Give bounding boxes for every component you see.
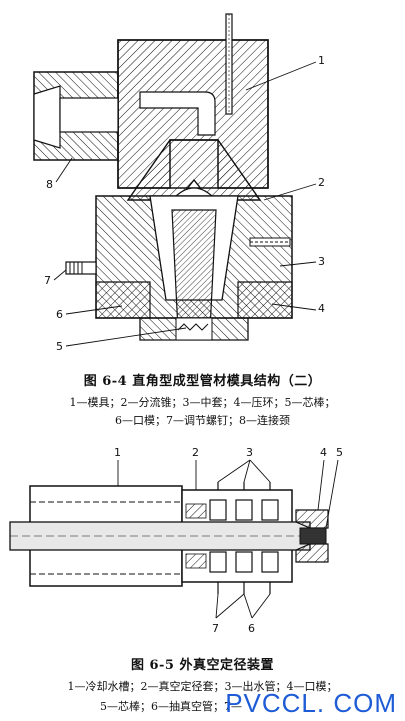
- vacuum-chambers: [209, 499, 279, 573]
- callout-4: 4: [318, 302, 325, 315]
- callout-2: 2: [318, 176, 325, 189]
- figure2-legend-line2: 5—芯棒；6—抽真空管；7—: [100, 700, 242, 713]
- callout-4: 4: [320, 446, 327, 459]
- callout-1: 1: [318, 54, 325, 67]
- figure1-legend-line1: 1—模具；2—分流锥；3—中套；4—压环；5—芯棒；: [69, 396, 336, 409]
- adjusting-screw: [65, 261, 97, 275]
- callout-2: 2: [192, 446, 199, 459]
- right-bolt: [249, 237, 291, 247]
- site-watermark: PVCCL. COM: [225, 688, 397, 718]
- die-structure-drawing: 1 2 3 4 5 6 7 8: [33, 13, 325, 353]
- water-outlets: [217, 482, 271, 490]
- pipe: [9, 521, 311, 551]
- callout-7: 7: [212, 622, 219, 635]
- die-lip: [95, 281, 293, 341]
- figure2-caption: 图 6-5 外真空定径装置: [130, 658, 275, 673]
- figure1-legend-line2: 6—口模；7—调节螺钉；8—连接颈: [115, 414, 290, 427]
- leader-lines-2: [117, 459, 339, 619]
- top-bolt: [225, 13, 233, 115]
- callout-8: 8: [46, 178, 53, 191]
- callout-6: 6: [248, 622, 255, 635]
- connecting-neck: [33, 71, 119, 161]
- die-and-mandrel: [295, 509, 329, 563]
- callout-5: 5: [56, 340, 63, 353]
- callout-5: 5: [336, 446, 343, 459]
- callout-3: 3: [246, 446, 253, 459]
- callout-6: 6: [56, 308, 63, 321]
- figure1-caption: 图 6-4 直角型成型管材模具结构（二）: [83, 374, 322, 389]
- vacuum-pipes: [217, 582, 271, 594]
- callout-3: 3: [318, 255, 325, 268]
- callout-7: 7: [44, 274, 51, 287]
- callout-1: 1: [114, 446, 121, 459]
- leader-lines: [53, 61, 317, 347]
- figure2-legend-line1: 1—冷却水槽；2—真空定径套；3—出水管；4—口模；: [67, 680, 338, 693]
- vacuum-sizing-drawing: 1 2 3 4 5 7 6: [9, 446, 343, 635]
